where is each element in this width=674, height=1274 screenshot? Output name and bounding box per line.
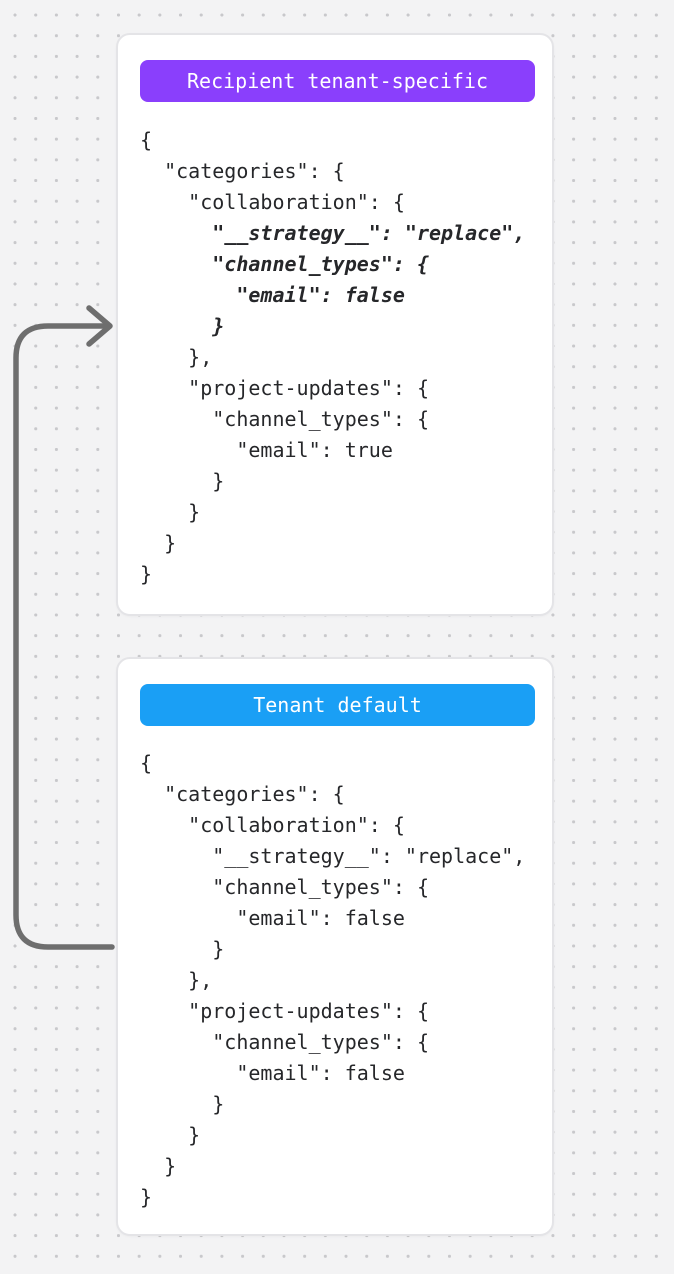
arrow-line — [13, 323, 115, 950]
code-line: }, — [140, 345, 213, 369]
code-line: "categories": { — [140, 782, 345, 806]
code-line: "channel_types": { — [140, 1030, 429, 1054]
code-line: { — [140, 128, 153, 152]
code-line: "email": true — [140, 438, 393, 462]
code-line: "project-updates": { — [140, 999, 429, 1023]
code-line: }, — [140, 968, 213, 992]
card-recipient-tenant-specific: Recipient tenant-specific { "categories"… — [116, 33, 554, 616]
arrowhead-icon — [86, 305, 113, 347]
code-line: "email": false — [140, 906, 405, 930]
code-line: "email": false — [140, 1061, 405, 1085]
code-line: } — [140, 1154, 177, 1178]
code-line: { — [140, 751, 153, 775]
code-line: "email": false — [140, 283, 405, 307]
recipient-tenant-specific-badge: Recipient tenant-specific — [140, 60, 535, 102]
code-line: "categories": { — [140, 159, 345, 183]
code-line: } — [140, 531, 177, 555]
code-line: } — [140, 1092, 225, 1116]
code-line: "collaboration": { — [140, 190, 405, 214]
code-line: "project-updates": { — [140, 376, 429, 400]
code-line: } — [140, 469, 225, 493]
code-line: "__strategy__": "replace", — [140, 221, 526, 245]
code-line: } — [140, 937, 225, 961]
tenant-default-json-block: { "categories": { "collaboration": { "__… — [140, 748, 535, 1213]
code-line: } — [140, 500, 201, 524]
code-line: "__strategy__": "replace", — [140, 844, 526, 868]
recipient-tenant-specific-json-block: { "categories": { "collaboration": { "__… — [140, 125, 535, 590]
tenant-default-badge: Tenant default — [140, 684, 535, 726]
code-line: } — [140, 1185, 153, 1209]
code-line: "collaboration": { — [140, 813, 405, 837]
code-line: "channel_types": { — [140, 407, 429, 431]
card-tenant-default: Tenant default { "categories": { "collab… — [116, 657, 554, 1236]
code-line: "channel_types": { — [140, 252, 429, 276]
code-line: } — [140, 562, 153, 586]
code-line: } — [140, 314, 225, 338]
code-line: } — [140, 1123, 201, 1147]
code-line: "channel_types": { — [140, 875, 429, 899]
